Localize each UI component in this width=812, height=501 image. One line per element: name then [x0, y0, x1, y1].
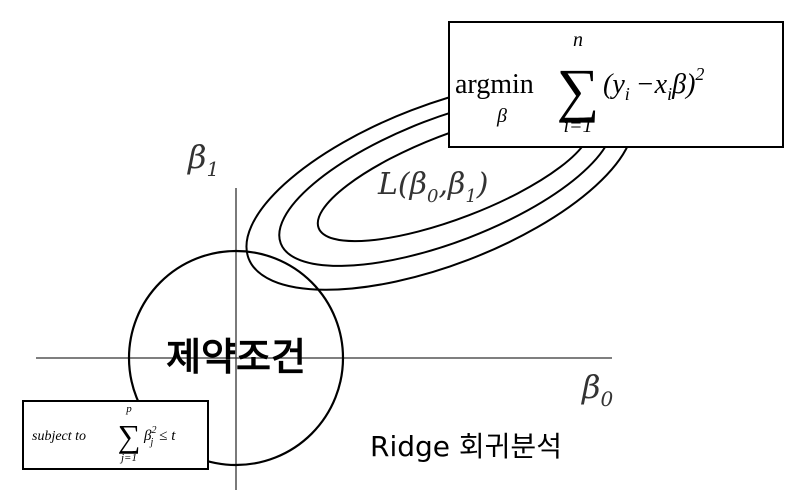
constraint-sum-upper: p [125, 403, 132, 415]
objective-body: (yi−xiβ)2 [603, 64, 704, 104]
beta1-axis-label: β1 [187, 138, 219, 181]
constraint-circle [127, 249, 345, 467]
constraint-label: 제약조건 [166, 335, 306, 379]
sum-symbol: ∑ [557, 57, 600, 123]
argmin-subscript: β [496, 105, 507, 127]
subject-to-text: subject to [32, 429, 86, 444]
sum-lower-limit: i=1 [563, 115, 592, 137]
constraint-sum-symbol: ∑ [118, 418, 141, 454]
constraint-sum-lower: j=1 [119, 452, 137, 464]
argmin-operator: argmin [455, 69, 534, 100]
beta0-axis-label: β0 [581, 368, 614, 411]
loss-label: L(β0,β1) [377, 167, 489, 207]
sum-upper-limit: n [573, 29, 583, 51]
ridge-caption: Ridge 회귀분석 [370, 430, 562, 463]
objective-formula-box: argmin β n ∑ i=1 (yi−xiβ)2 [448, 21, 784, 148]
